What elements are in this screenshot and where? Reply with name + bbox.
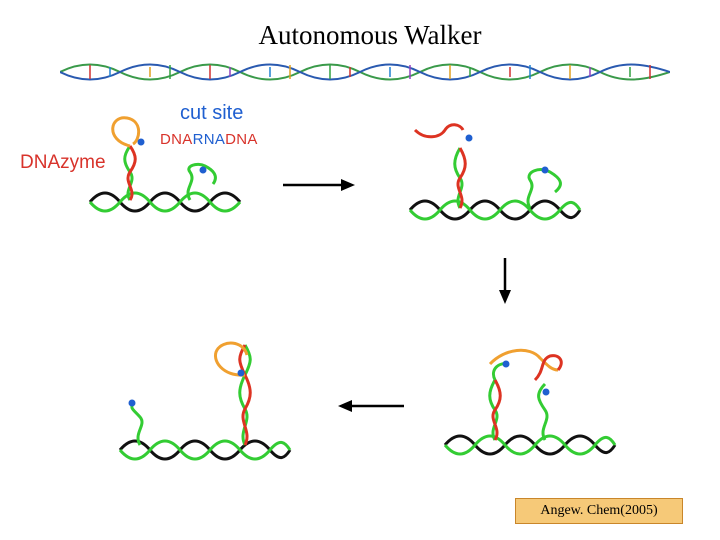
seq-rna: RNA — [192, 131, 226, 148]
panel-step-1 — [88, 116, 242, 213]
arrow-left — [338, 400, 404, 412]
panel-step-2 — [408, 123, 582, 221]
citation-badge: Angew. Chem(2005) — [515, 498, 683, 524]
arrow-right — [283, 179, 355, 191]
seq-dna-2: DNA — [225, 131, 258, 148]
sequence-label: DNARNADNA — [160, 131, 258, 148]
cut-site-label: cut site — [180, 102, 244, 124]
page-title: Autonomous Walker — [258, 20, 482, 50]
seq-dna-1: DNA — [160, 131, 193, 148]
dna-helix-banner — [60, 63, 670, 81]
panel-step-3 — [443, 348, 617, 456]
panel-step-4 — [118, 341, 292, 461]
dnazyme-label: DNAzyme — [20, 152, 106, 173]
arrow-down — [499, 258, 511, 304]
